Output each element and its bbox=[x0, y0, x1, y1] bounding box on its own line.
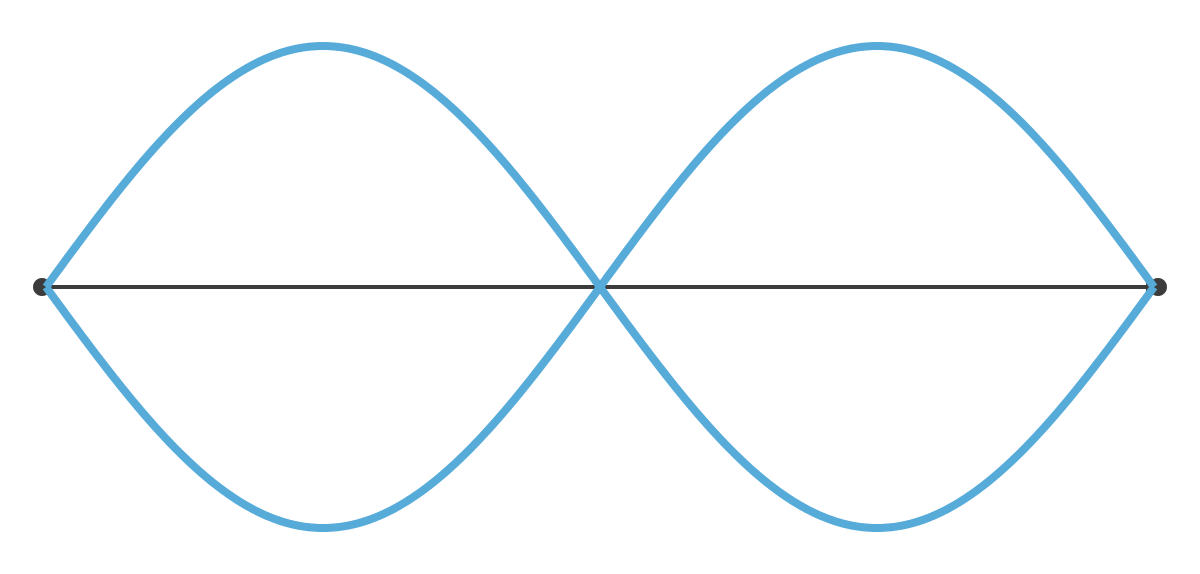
wave-upper-curve bbox=[42, 42, 1158, 291]
wave-lower-curve bbox=[42, 283, 1158, 532]
